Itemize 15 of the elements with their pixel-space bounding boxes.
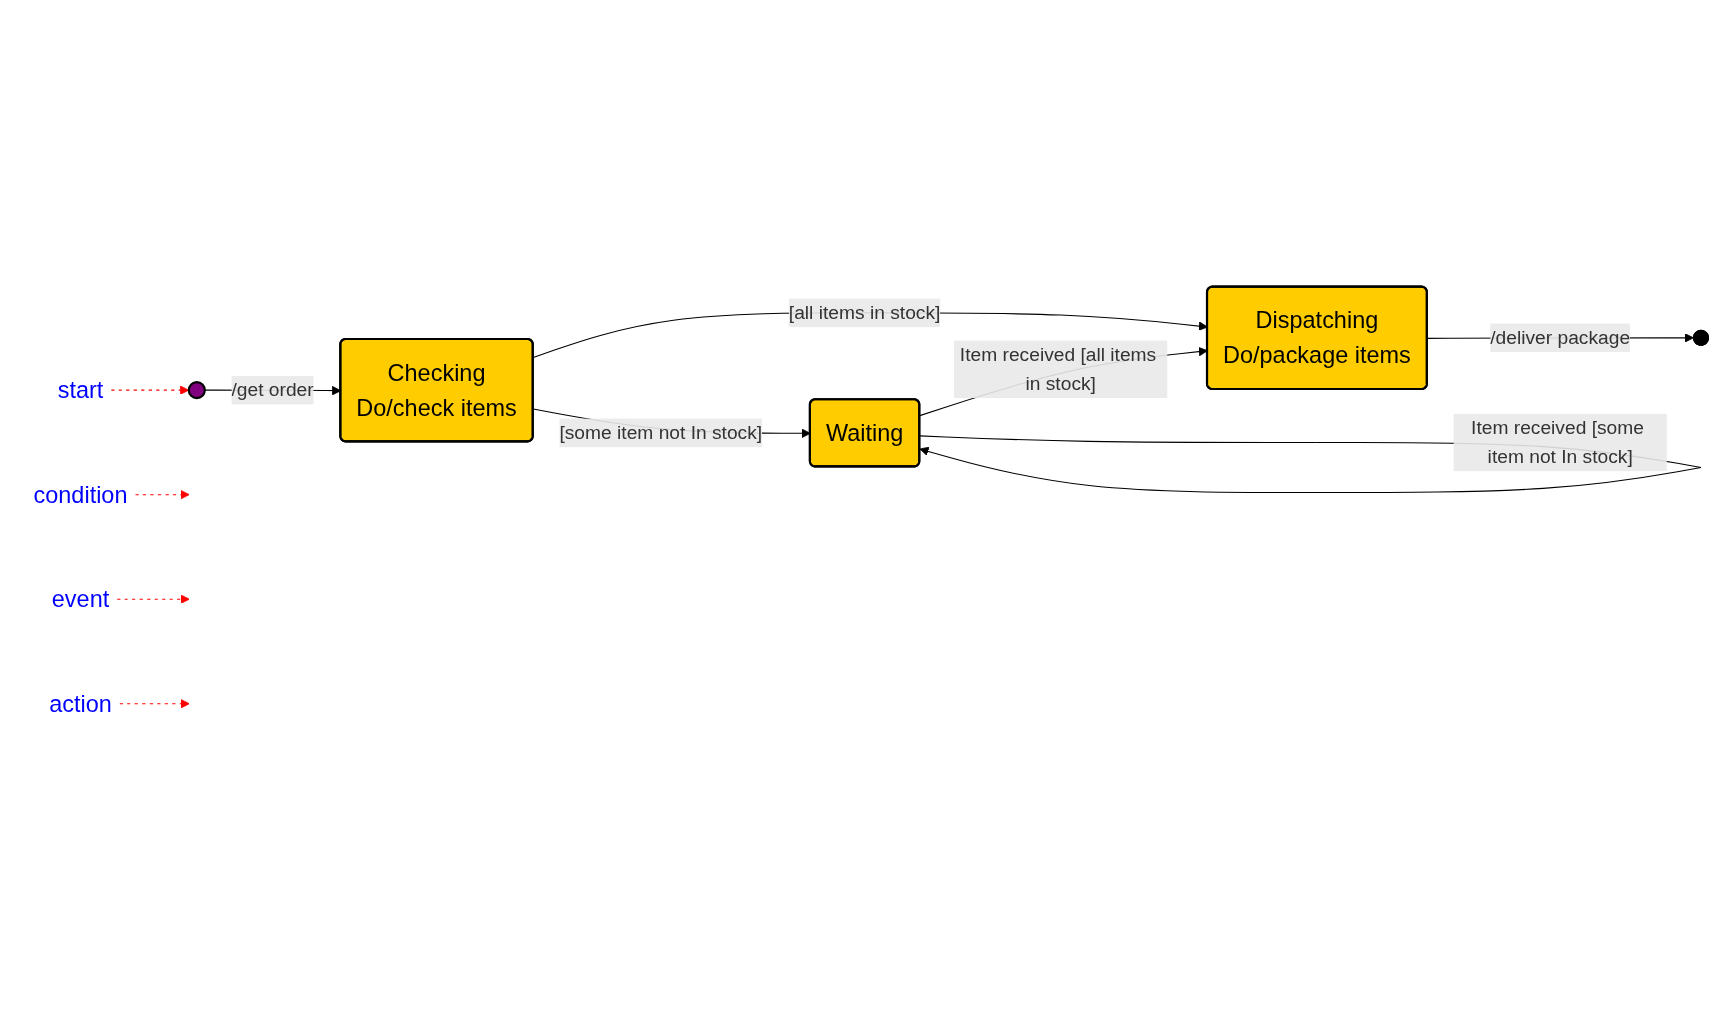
- edge-label: /deliver package: [1489, 326, 1630, 348]
- edge-label: [some item not In stock]: [558, 421, 762, 443]
- node-text: action: [48, 690, 112, 718]
- arrow: [118, 699, 190, 709]
- arrow: [134, 490, 190, 500]
- node-text: condition: [33, 481, 127, 509]
- node-text: event: [51, 585, 109, 613]
- node-text: start: [57, 376, 103, 404]
- arrow: [116, 594, 190, 604]
- edge-label: /get order: [230, 378, 314, 401]
- edge-label: [all items in stock]: [788, 301, 940, 323]
- arrow: [110, 385, 189, 395]
- node-circle: [187, 381, 206, 400]
- edge-label: Item received [some item not In stock]: [1470, 416, 1644, 467]
- edge-label: Item received [all items in stock]: [959, 343, 1156, 394]
